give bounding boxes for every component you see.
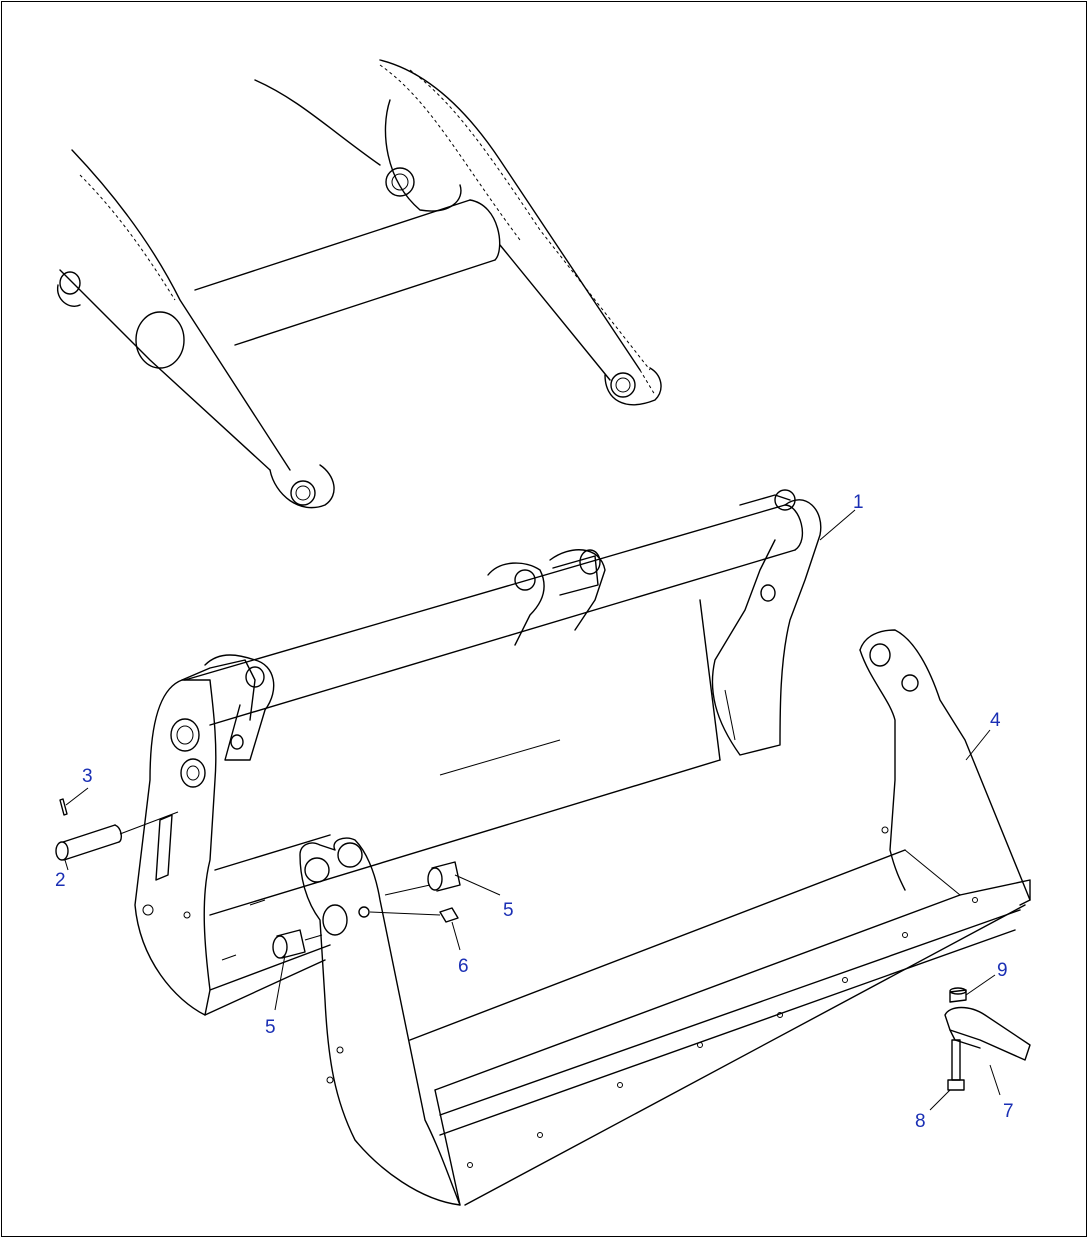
callout-5-lower[interactable]: 5 bbox=[265, 1017, 276, 1038]
leader-lines bbox=[64, 509, 1001, 1111]
callouts: 1 2 3 4 5 5 6 7 8 9 bbox=[55, 492, 1014, 1132]
bushing-upper bbox=[384, 861, 461, 896]
callout-2[interactable]: 2 bbox=[55, 870, 66, 891]
edge-bolt-holes bbox=[467, 897, 978, 1168]
bolt bbox=[947, 1039, 965, 1091]
loader-arm bbox=[56, 59, 662, 509]
callout-9[interactable]: 9 bbox=[997, 960, 1008, 981]
roll-pin bbox=[59, 798, 68, 816]
pin bbox=[55, 811, 179, 861]
callout-7[interactable]: 7 bbox=[1003, 1101, 1014, 1122]
grease-fitting bbox=[358, 906, 459, 923]
bucket bbox=[299, 629, 1031, 1206]
callout-8[interactable]: 8 bbox=[915, 1111, 926, 1132]
quick-coupler bbox=[134, 489, 822, 1016]
callout-4[interactable]: 4 bbox=[990, 710, 1001, 731]
callout-6[interactable]: 6 bbox=[458, 956, 469, 977]
nut bbox=[949, 987, 967, 1003]
callout-1[interactable]: 1 bbox=[853, 492, 864, 513]
bucket-tooth bbox=[944, 1006, 1031, 1061]
callout-3[interactable]: 3 bbox=[82, 766, 93, 787]
bushing-lower bbox=[272, 929, 323, 959]
callout-5-upper[interactable]: 5 bbox=[503, 900, 514, 921]
